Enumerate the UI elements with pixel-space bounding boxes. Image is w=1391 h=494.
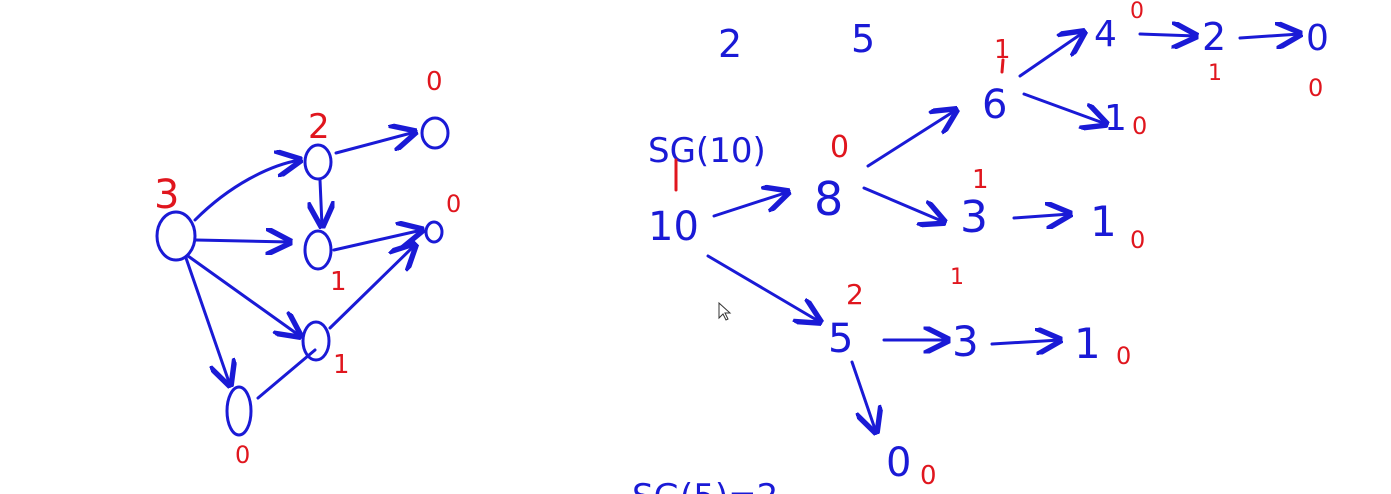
sg-label-1-from-3: 0 (1130, 226, 1145, 254)
edge-top-middle (320, 178, 322, 226)
edge-lower-middleright (328, 245, 415, 330)
edge-source-lower (186, 254, 300, 336)
tree-node-10: 10 (648, 204, 699, 250)
tree-node-5: 5 (828, 316, 853, 362)
sg-label-5: 2 (846, 278, 864, 311)
sg-function-label: SG(10) (648, 131, 766, 171)
sg-label-1-from-3b: 0 (1116, 342, 1131, 370)
sg-label-below-3: 1 (950, 265, 964, 290)
graph-node-top-right (420, 116, 450, 150)
left-graph: 3 2 0 1 0 1 0 (154, 67, 461, 469)
mouse-cursor-icon (718, 301, 732, 321)
edge-8-3 (862, 186, 944, 222)
tree-node-3-from-8: 3 (960, 192, 988, 243)
sg-tree: 2 5 SG(10) 10 8 0 6 1 4 0 2 1 0 0 1 0 3 … (632, 0, 1329, 494)
graph-node-lower (301, 320, 331, 362)
edge-10-5 (706, 254, 820, 322)
sg-label-middle-right: 0 (446, 190, 461, 218)
edge-bottom-lower (256, 348, 317, 400)
header-number-a: 2 (718, 22, 742, 66)
sg-label-top-right: 0 (426, 67, 443, 97)
tree-node-3-from-5: 3 (952, 317, 979, 366)
graph-node-source (155, 210, 197, 262)
tree-node-4: 4 (1094, 14, 1117, 55)
footer-partial-text: SG(5)=2 (632, 477, 778, 494)
edge-6-4 (1018, 32, 1084, 78)
edge-8-6 (866, 110, 956, 168)
tree-node-6: 6 (982, 82, 1007, 128)
sg-label-0-bottom: 0 (920, 461, 937, 491)
sg-label-bottom: 0 (235, 441, 250, 469)
edge-source-middle (194, 240, 290, 242)
sg-tick-6 (1000, 58, 1005, 74)
edge-5-0 (850, 360, 876, 432)
sg-label-6: 1 (994, 35, 1011, 65)
sg-label-top: 2 (308, 107, 330, 147)
tree-node-1-from-6: 1 (1104, 98, 1127, 139)
tree-node-0-top: 0 (1306, 18, 1329, 59)
edge-6-1 (1022, 92, 1106, 124)
edge-source-top (193, 160, 300, 222)
graph-node-middle (303, 229, 333, 271)
sg-label-middle: 1 (330, 267, 347, 297)
edge-2-0 (1238, 34, 1300, 38)
sg-label-4: 0 (1130, 0, 1144, 24)
sg-label-lower: 1 (333, 350, 350, 380)
graph-node-middle-right (424, 220, 444, 244)
edge-top-topright (334, 132, 415, 155)
graph-node-bottom (225, 385, 253, 437)
edge-source-bottom (184, 256, 230, 385)
edge-4-2 (1138, 34, 1196, 36)
sg-label-8: 0 (830, 130, 849, 165)
edge-3-1 (1012, 214, 1070, 218)
sg-label-2: 1 (1208, 61, 1222, 86)
tree-node-8: 8 (814, 172, 843, 226)
edge-10-8 (712, 192, 788, 218)
edge-3b-1 (990, 340, 1060, 344)
edge-middle-middleright (332, 230, 422, 252)
sg-label-source: 3 (154, 172, 179, 218)
header-number-b: 5 (851, 17, 875, 61)
tree-node-1-from-3b: 1 (1074, 319, 1101, 368)
graph-node-top (303, 143, 333, 181)
tree-node-0-bottom: 0 (886, 440, 911, 486)
sg-label-3-from-8: 1 (972, 165, 989, 195)
tree-node-2: 2 (1202, 15, 1226, 59)
sg-label-0-top: 0 (1308, 74, 1323, 102)
sg-label-1-from-6: 0 (1132, 112, 1147, 140)
tree-node-1-from-3: 1 (1090, 197, 1117, 246)
